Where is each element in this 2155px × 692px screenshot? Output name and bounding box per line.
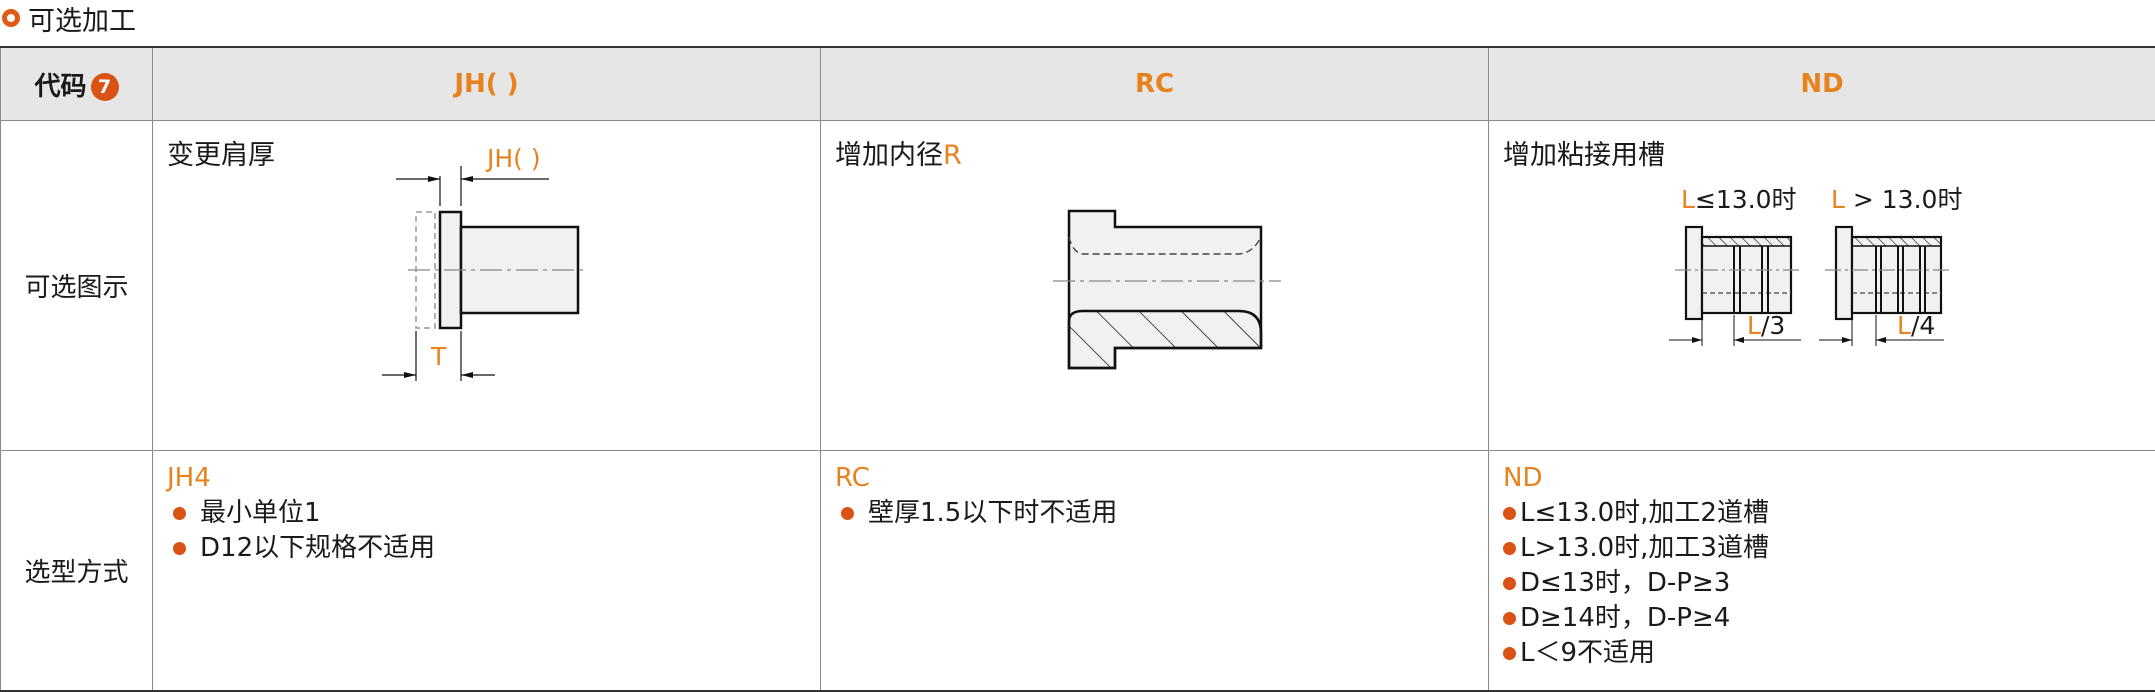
rc-title: 增加内径R (835, 133, 962, 172)
rc-bullet: 壁厚1.5以下时不适用 (835, 496, 1488, 531)
section-title-text: 可选加工 (28, 5, 136, 37)
jh-diagram: JH( ) T (382, 144, 588, 381)
svg-text:L/3: L/3 (1747, 311, 1785, 340)
ring-icon (2, 9, 20, 27)
bullet-dot-icon (173, 507, 186, 520)
row-label-diagram: 可选图示 (0, 120, 153, 451)
bullet-dot-icon (1503, 647, 1516, 660)
nd-left-caption-rest: ≤13.0时 (1695, 185, 1797, 214)
nd-code: ND (1503, 463, 1543, 493)
nd-bullet: L≤13.0时,加工2道槽 (1503, 496, 2155, 531)
jh-selection-cell: JH4 最小单位1 D12以下规格不适用 (152, 450, 821, 692)
nd-right-dim-l: L (1897, 311, 1911, 340)
nd-bullet-text: L＜9不适用 (1520, 638, 1656, 668)
nd-left-dim-l: L (1747, 311, 1761, 340)
rc-diagram-cell: 增加内径R (820, 120, 1489, 451)
bullet-dot-icon (841, 507, 854, 520)
rc-title-suffix: R (943, 140, 962, 171)
svg-text:L > 13.0时: L > 13.0时 (1831, 185, 1962, 214)
jh-code: JH4 (167, 463, 211, 493)
nd-left-caption-l: L (1681, 185, 1695, 214)
jh-bullet: 最小单位1 (167, 496, 820, 531)
bullet-dot-icon (1503, 507, 1516, 520)
jh-bullet: D12以下规格不适用 (167, 531, 820, 566)
nd-bullet: D≥14时，D-P≥4 (1503, 601, 2155, 636)
jh-diagram-cell: 变更肩厚 JH( ) (152, 120, 821, 451)
rc-bullet-text: 壁厚1.5以下时不适用 (868, 498, 1118, 528)
jh-bullet-text: D12以下规格不适用 (200, 533, 436, 563)
svg-text:L≤13.0时: L≤13.0时 (1681, 185, 1797, 214)
column-header-jh: JH( ) (152, 46, 821, 121)
column-header-rc: RC (820, 46, 1489, 121)
jh-title: 变更肩厚 (167, 140, 275, 171)
nd-right-dim-rest: /4 (1911, 311, 1935, 340)
bullet-dot-icon (1503, 577, 1516, 590)
nd-bullet: L>13.0时,加工3道槽 (1503, 531, 2155, 566)
jh-bullet-text: 最小单位1 (200, 498, 321, 528)
nd-bullet-text: D≤13时，D-P≥3 (1520, 568, 1731, 598)
nd-diagram: L≤13.0时 L > 13.0时 (1669, 185, 1962, 346)
column-header-nd: ND (1488, 46, 2155, 121)
nd-right-caption-l: L (1831, 185, 1845, 214)
bullet-dot-icon (1503, 542, 1516, 555)
nd-diagram-cell: 增加粘接用槽 L≤13.0时 L > 13.0时 (1488, 120, 2155, 451)
nd-selection-cell: ND L≤13.0时,加工2道槽 L>13.0时,加工3道槽 D≤13时，D-P… (1488, 450, 2155, 692)
rc-code: RC (835, 463, 870, 493)
nd-bullet-text: D≥14时，D-P≥4 (1520, 603, 1731, 633)
rc-title-main: 增加内径 (835, 140, 943, 171)
nd-bullet-text: L>13.0时,加工3道槽 (1520, 533, 1769, 563)
section-title: 可选加工 (0, 0, 136, 37)
selection-row: 选型方式 JH4 最小单位1 D12以下规格不适用 RC 壁厚1.5以下时不适用… (0, 450, 2155, 692)
code-header-label: 代码 (34, 71, 87, 102)
nd-left-dim-rest: /3 (1761, 311, 1785, 340)
jh-dim-bottom-label: T (430, 342, 447, 371)
nd-title: 增加粘接用槽 (1503, 140, 1665, 171)
row-label-selection: 选型方式 (0, 450, 153, 692)
diagram-row: 可选图示 变更肩厚 (0, 120, 2155, 451)
svg-text:L/4: L/4 (1897, 311, 1935, 340)
nd-bullet: L＜9不适用 (1503, 636, 2155, 671)
bullet-dot-icon (1503, 612, 1516, 625)
rc-selection-cell: RC 壁厚1.5以下时不适用 (820, 450, 1489, 692)
nd-right-caption-rest: > 13.0时 (1845, 185, 1963, 214)
jh-dim-top-label: JH( ) (485, 144, 541, 173)
step-badge: 7 (90, 73, 119, 101)
nd-bullet: D≤13时，D-P≥3 (1503, 566, 2155, 601)
rc-diagram (1053, 209, 1281, 370)
nd-bullet-text: L≤13.0时,加工2道槽 (1520, 498, 1769, 528)
bullet-dot-icon (173, 542, 186, 555)
